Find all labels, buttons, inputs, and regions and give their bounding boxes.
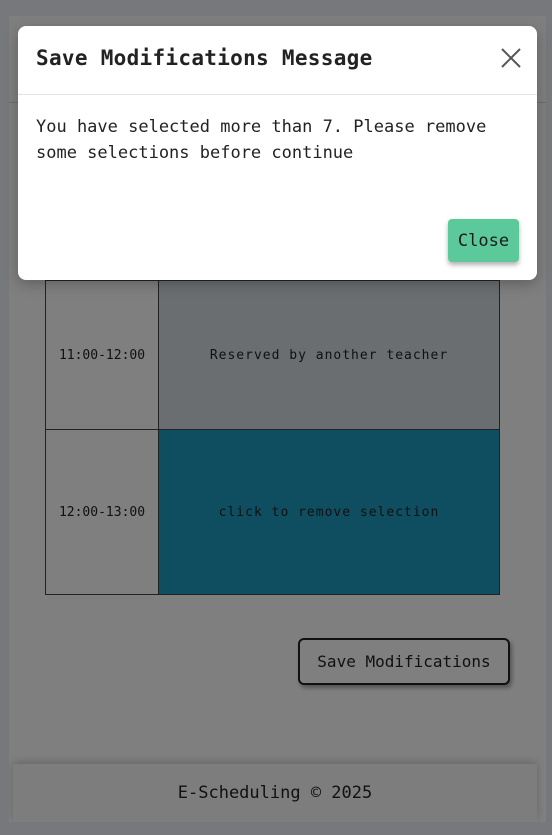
table-row: 12:00-13:00 click to remove selection bbox=[45, 429, 500, 595]
table-row: 11:00-12:00 Reserved by another teacher bbox=[45, 280, 500, 430]
footer-text: E-Scheduling © 2025 bbox=[177, 783, 373, 803]
dialog-message: You have selected more than 7. Please re… bbox=[36, 117, 487, 163]
dialog-title: Save Modifications Message bbox=[36, 46, 373, 70]
save-modifications-button[interactable]: Save Modifications bbox=[298, 638, 510, 685]
close-button[interactable]: Close bbox=[448, 219, 519, 262]
schedule-table: 11:00-12:00 Reserved by another teacher … bbox=[45, 280, 500, 595]
reserved-slot-cell: Reserved by another teacher bbox=[158, 280, 500, 430]
close-icon[interactable] bbox=[497, 44, 525, 72]
selected-slot-cell[interactable]: click to remove selection bbox=[158, 429, 500, 595]
dialog-header: Save Modifications Message bbox=[18, 26, 537, 95]
save-modifications-dialog: Save Modifications Message You have sele… bbox=[18, 26, 537, 280]
time-slot-label: 12:00-13:00 bbox=[45, 429, 159, 595]
footer: E-Scheduling © 2025 bbox=[13, 764, 537, 822]
time-slot-label: 11:00-12:00 bbox=[45, 280, 159, 430]
